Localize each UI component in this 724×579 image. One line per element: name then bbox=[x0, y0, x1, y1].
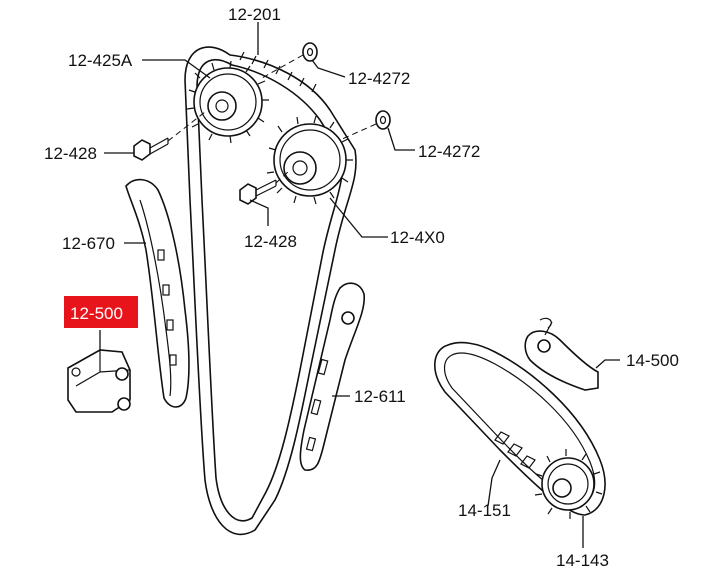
label-12-425a: 12-425A bbox=[68, 51, 133, 70]
washer-12-4272-mid bbox=[375, 110, 391, 130]
label-14-151: 14-151 bbox=[458, 501, 511, 520]
bolt-12-428-left bbox=[133, 111, 206, 161]
label-12-4x0: 12-4X0 bbox=[390, 228, 445, 247]
sprocket-12-4x0 bbox=[266, 115, 353, 205]
sprocket-12-425a bbox=[186, 60, 269, 144]
oil-pump-sprocket-14-143 bbox=[534, 449, 603, 519]
label-12-428-mid: 12-428 bbox=[244, 232, 297, 251]
label-12-611: 12-611 bbox=[354, 387, 406, 406]
label-12-500: 12-500 bbox=[70, 304, 123, 323]
washer-12-4272-top bbox=[302, 42, 318, 62]
label-12-4272-mid: 12-4272 bbox=[418, 142, 480, 161]
label-12-670: 12-670 bbox=[62, 234, 115, 253]
label-12-428-left: 12-428 bbox=[44, 144, 97, 163]
label-14-143: 14-143 bbox=[556, 551, 609, 570]
highlight-box-12-500 bbox=[64, 296, 138, 328]
oil-pump-tensioner-14-500 bbox=[524, 317, 599, 391]
chain-guide-12-611 bbox=[299, 282, 366, 471]
chain-guide-12-670 bbox=[125, 178, 190, 408]
chain-tensioner-12-500 bbox=[67, 330, 131, 413]
leader-lines bbox=[104, 22, 620, 548]
label-14-500: 14-500 bbox=[626, 351, 679, 370]
bolt-12-428-mid bbox=[239, 169, 291, 205]
label-12-201: 12-201 bbox=[228, 5, 281, 24]
label-12-4272-top: 12-4272 bbox=[348, 69, 410, 88]
